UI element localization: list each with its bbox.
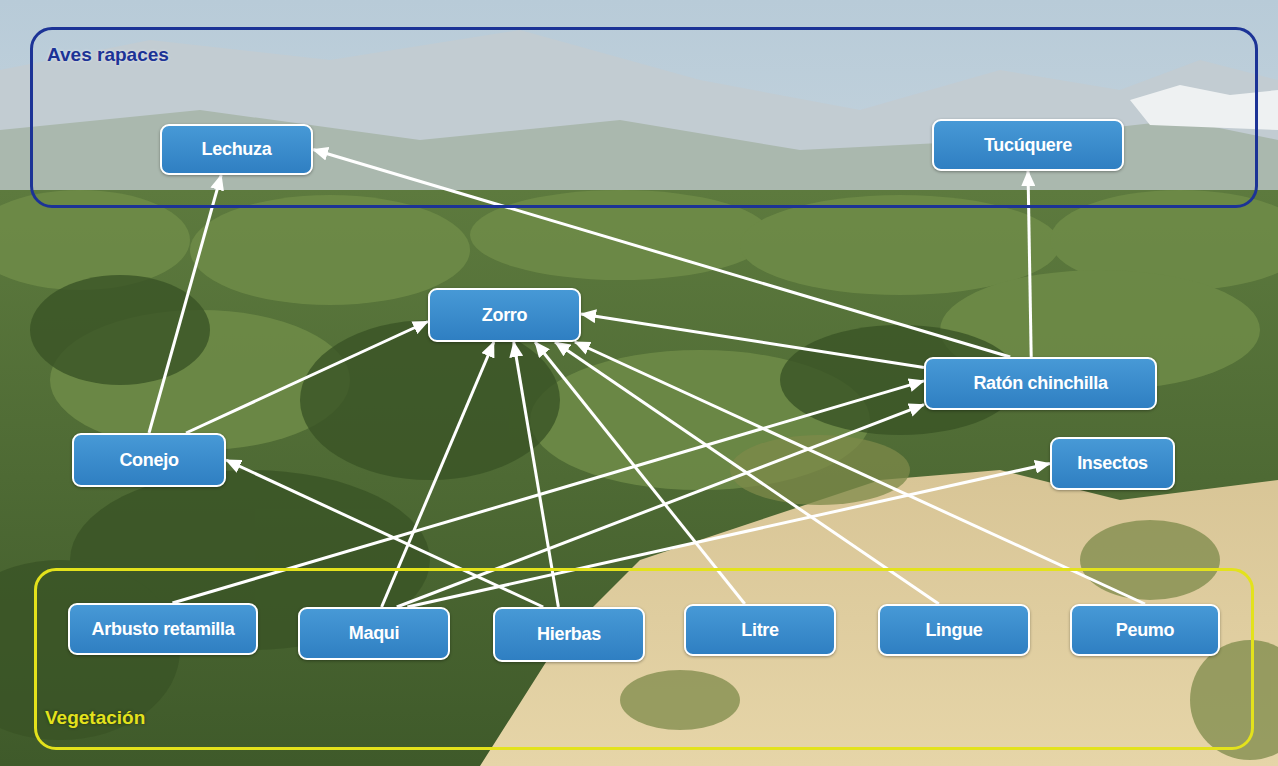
species-box: Hierbas bbox=[493, 607, 645, 662]
feeding-arrow bbox=[535, 342, 745, 604]
species-box: Lingue bbox=[878, 604, 1030, 656]
species-name: Hierbas bbox=[537, 624, 601, 645]
species-box: Lechuza bbox=[160, 124, 313, 175]
species-name: Lingue bbox=[925, 620, 982, 641]
species-box: Insectos bbox=[1050, 437, 1175, 490]
species-name: Tucúquere bbox=[984, 135, 1072, 156]
feeding-arrow bbox=[407, 464, 1050, 608]
species-box: Zorro bbox=[428, 288, 581, 342]
feeding-arrow bbox=[226, 460, 543, 607]
feeding-arrow bbox=[149, 175, 221, 433]
species-name: Peumo bbox=[1116, 620, 1175, 641]
species-name: Ratón chinchilla bbox=[973, 373, 1107, 394]
species-box: Peumo bbox=[1070, 604, 1220, 656]
species-box: Tucúquere bbox=[932, 119, 1124, 171]
species-box: Ratón chinchilla bbox=[924, 357, 1157, 410]
species-name: Maqui bbox=[349, 623, 400, 644]
species-box: Conejo bbox=[72, 433, 226, 487]
species-name: Lechuza bbox=[202, 139, 272, 160]
species-box: Arbusto retamilla bbox=[68, 603, 258, 655]
group-label: Aves rapaces bbox=[47, 44, 169, 66]
feeding-arrow bbox=[186, 322, 428, 434]
species-name: Litre bbox=[741, 620, 779, 641]
species-name: Conejo bbox=[119, 450, 178, 471]
species-box: Litre bbox=[684, 604, 836, 656]
group-band: Aves rapacesLechuza Tucúquere bbox=[30, 27, 1258, 208]
group-label: Vegetación bbox=[45, 707, 145, 729]
feeding-arrow bbox=[1028, 171, 1031, 357]
species-box: Maqui bbox=[298, 607, 450, 660]
feeding-arrow bbox=[581, 314, 924, 368]
species-name: Insectos bbox=[1077, 453, 1148, 474]
species-name: Zorro bbox=[482, 305, 528, 326]
feeding-arrow bbox=[397, 405, 924, 607]
species-name: Arbusto retamilla bbox=[92, 619, 235, 640]
group-band: Vegetación Arbusto retamilla Maqui Hierbas L… bbox=[34, 568, 1254, 750]
